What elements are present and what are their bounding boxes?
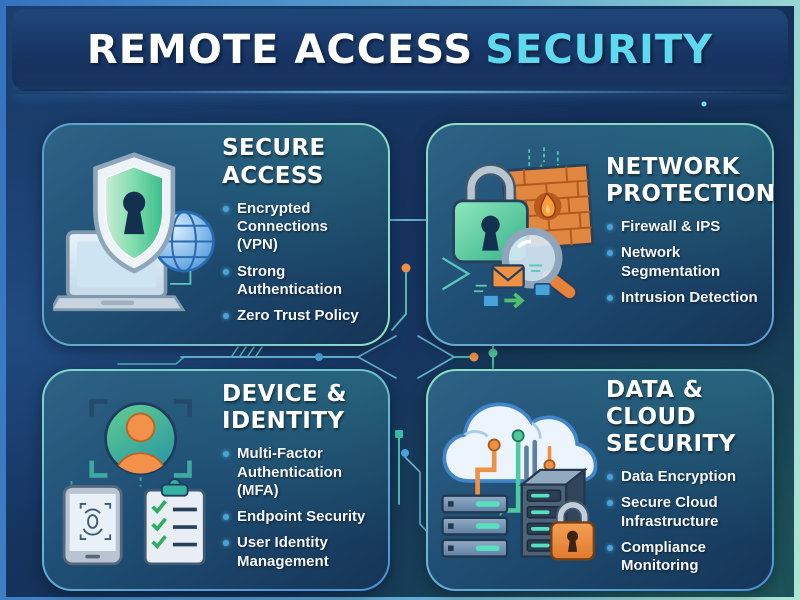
panel-heading: SECURE ACCESS <box>222 135 326 189</box>
shield-icon <box>93 151 176 274</box>
bullet-list: Multi-Factor Authentication (MFA) Endpoi… <box>222 445 376 579</box>
shield-laptop-globe-icon <box>52 141 220 329</box>
orange-padlock-icon <box>550 500 595 561</box>
bullet-list: Data Encryption Secure Cloud Infrastruct… <box>606 468 760 583</box>
bullet-item: Strong Authentication <box>222 263 376 300</box>
bullet-item: Network Segmentation <box>606 244 775 281</box>
header-light-streak <box>12 90 788 94</box>
title-accent: SECURITY <box>485 27 714 73</box>
bullet-item: Encrypted Connections (VPN) <box>222 200 376 255</box>
bullet-item: User Identity Management <box>222 534 376 571</box>
avatar-phone-checklist-icon <box>52 386 220 574</box>
mail-transfer-icons <box>441 256 552 308</box>
focus-frame-icon <box>89 399 192 478</box>
bullet-item: Data Encryption <box>606 468 760 486</box>
panel-text-device-identity: DEVICE & IDENTITY Multi-Factor Authentic… <box>220 381 376 579</box>
bullet-item: Intrusion Detection <box>606 289 775 307</box>
bullet-item: Multi-Factor Authentication (MFA) <box>222 445 376 500</box>
panel-text-network-protection: NETWORK PROTECTION Firewall & IPS Networ… <box>604 154 775 315</box>
panel-text-data-cloud-security: DATA & CLOUD SECURITY Data Encryption Se… <box>604 377 760 584</box>
bullet-item: Compliance Monitoring <box>606 539 760 576</box>
panel-text-secure-access: SECURE ACCESS Encrypted Connections (VPN… <box>220 135 376 333</box>
bullet-item: Endpoint Security <box>222 508 376 526</box>
bullet-item: Zero Trust Policy <box>222 307 376 325</box>
panel-network-protection: NETWORK PROTECTION Firewall & IPS Networ… <box>426 123 775 346</box>
server-bars-icon <box>441 494 509 558</box>
orange-node-dot <box>487 438 501 452</box>
user-avatar-icon <box>104 402 178 475</box>
panel-heading: DEVICE & IDENTITY <box>222 380 348 435</box>
cloud-servers-padlock-icon <box>436 386 604 574</box>
down-arrows-icon <box>528 146 559 168</box>
bullet-list: Encrypted Connections (VPN) Strong Authe… <box>222 200 376 334</box>
panel-data-cloud-security: DATA & CLOUD SECURITY Data Encryption Se… <box>426 369 774 591</box>
green-node-dot <box>511 429 525 443</box>
bullet-list: Firewall & IPS Network Segmentation Intr… <box>606 218 775 315</box>
smartphone-fingerprint-icon <box>62 485 123 566</box>
panel-device-identity: DEVICE & IDENTITY Multi-Factor Authentic… <box>42 369 390 591</box>
panel-heading: DATA & CLOUD SECURITY <box>606 376 736 457</box>
magnifier-icon <box>501 227 578 300</box>
padlock-firewall-magnifier-icon <box>436 141 604 329</box>
bullet-item: Secure Cloud Infrastructure <box>606 494 760 531</box>
bullet-item: Firewall & IPS <box>606 218 775 236</box>
checklist-clipboard-icon <box>143 478 206 566</box>
panel-secure-access: SECURE ACCESS Encrypted Connections (VPN… <box>42 123 390 346</box>
title-main: REMOTE ACCESS <box>86 27 474 73</box>
panel-heading: NETWORK PROTECTION <box>606 153 776 207</box>
